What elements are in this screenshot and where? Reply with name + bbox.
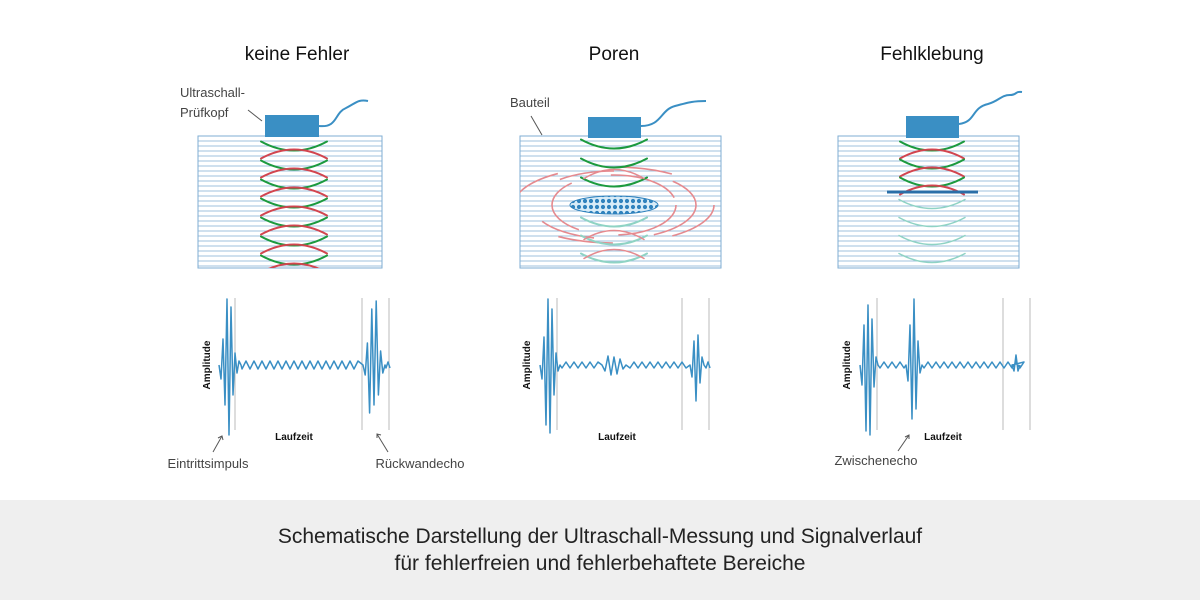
panel-keine-fehler: Ultraschall- Prüfkopf Amplitude Laufzeit… (168, 85, 465, 471)
sound-wave (580, 176, 648, 188)
panel-title-poren: Poren (589, 44, 640, 65)
component-plate (519, 135, 722, 269)
sound-waves (260, 140, 328, 268)
probe-pointer (247, 109, 263, 122)
pointer-zwischenecho (897, 434, 910, 452)
caption-line-1: Schematische Darstellung der Ultraschall… (277, 525, 923, 548)
sound-wave (260, 224, 328, 236)
sound-wave (260, 186, 328, 198)
sound-wave (899, 148, 965, 160)
axis-label-laufzeit: Laufzeit (275, 432, 313, 443)
sound-wave (260, 243, 328, 255)
sound-wave (583, 248, 645, 260)
signal-trace (218, 298, 391, 436)
component-label: Bauteil (510, 95, 550, 110)
component-plate (837, 135, 1020, 269)
sound-wave (260, 205, 328, 217)
component-pointer (530, 115, 543, 136)
caption-box: Schematische Darstellung der Ultraschall… (0, 500, 1200, 600)
probe-label-line1: Ultraschall- (180, 85, 245, 100)
sound-wave (898, 234, 966, 246)
label-zwischenecho: Zwischenecho (834, 453, 917, 468)
signal-plot-poren: Amplitude Laufzeit (522, 298, 711, 443)
sound-wave (260, 148, 328, 160)
sound-waves (898, 140, 966, 264)
probe-cable (958, 90, 1023, 125)
panel-title-fehlklebung: Fehlklebung (880, 44, 984, 65)
sound-wave (898, 198, 966, 210)
signal-trace (539, 298, 711, 434)
sound-wave (583, 168, 645, 180)
sound-wave (580, 138, 648, 150)
probe-label-line2: Prüfkopf (180, 105, 229, 120)
axis-label-laufzeit: Laufzeit (598, 432, 636, 443)
axis-label-laufzeit: Laufzeit (924, 432, 962, 443)
ultrasound-probe (906, 116, 959, 138)
axis-label-amplitude: Amplitude (842, 340, 853, 389)
pointer-rueckwandecho (376, 433, 389, 453)
reflection-arc (551, 174, 677, 236)
sound-wave (260, 167, 328, 179)
pointer-eintrittsimpuls (212, 435, 223, 453)
ultrasound-probe (265, 115, 319, 137)
axis-label-amplitude: Amplitude (522, 340, 533, 389)
component-plate (197, 135, 383, 269)
sound-wave (268, 262, 320, 268)
label-eintrittsimpuls: Eintrittsimpuls (168, 456, 249, 471)
sound-wave (899, 166, 965, 178)
sound-waves (580, 138, 648, 264)
sound-wave (580, 157, 648, 169)
sound-wave (583, 229, 645, 241)
panel-title-keine-fehler: keine Fehler (245, 44, 350, 65)
caption-line-2: für fehlerfreien und fehlerbehaftete Ber… (394, 552, 806, 575)
panel-fehlklebung: Amplitude Laufzeit Zwischenecho (834, 90, 1031, 468)
ultrasound-diagram: keine Fehler Poren Fehlklebung Ultrascha… (168, 44, 1031, 471)
axis-label-amplitude: Amplitude (202, 340, 213, 389)
signal-plot-fehlklebung: Amplitude Laufzeit Zwischenecho (834, 298, 1031, 468)
signal-trace (859, 298, 1025, 436)
ultrasound-probe (588, 117, 641, 138)
probe-cable (640, 100, 707, 127)
probe-cable (318, 99, 369, 128)
pore-cluster (569, 195, 659, 215)
sound-wave (898, 216, 966, 228)
reflected-waves (520, 166, 715, 244)
sound-wave (898, 252, 966, 264)
sound-wave (580, 216, 648, 228)
signal-plot-keine-fehler: Amplitude Laufzeit Eintrittsimpuls Rückw… (168, 298, 465, 471)
reflection-arc (520, 166, 715, 244)
panel-poren: Bauteil Amplitude Laufzeit (510, 95, 722, 443)
label-rueckwandecho: Rückwandecho (376, 456, 465, 471)
reflection-arc (531, 170, 697, 240)
